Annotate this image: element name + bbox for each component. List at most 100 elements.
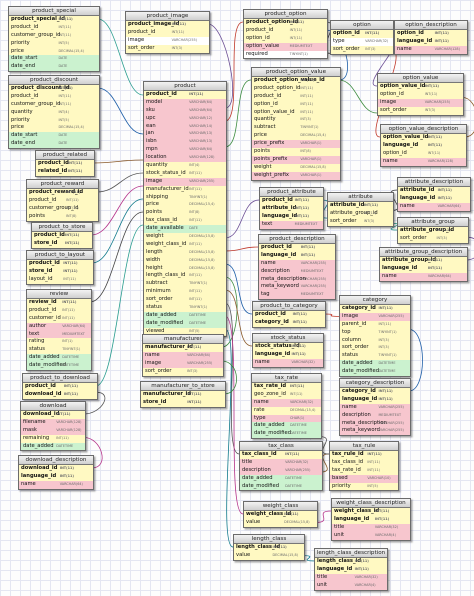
column-name: description — [342, 411, 371, 418]
table-title: length_class_description — [315, 549, 387, 558]
column-name: name — [400, 202, 415, 209]
relation-line — [207, 23, 233, 109]
table-title: attribute — [328, 193, 393, 202]
column-type: INT(11) — [436, 228, 451, 232]
column-type: INT(11) — [437, 188, 452, 192]
column-name: sort_order — [333, 45, 360, 52]
column-name: points — [29, 212, 45, 219]
table-title: product_special — [9, 7, 99, 16]
relation-line — [224, 263, 253, 315]
column-name: height — [146, 264, 163, 271]
column-type: INT(3) — [300, 117, 311, 122]
relation-line — [224, 315, 244, 515]
column-name: download_id — [23, 411, 60, 417]
column-name: image — [145, 359, 162, 366]
column-type: INT(11) — [300, 252, 316, 257]
column-name: product_id — [146, 91, 177, 97]
relation-line — [224, 79, 252, 148]
column-name: product_discount_id — [11, 85, 70, 91]
column-name: language_id — [261, 251, 297, 258]
column-type: INT(11) — [300, 245, 316, 249]
column-name: sort_order — [128, 44, 155, 51]
column-type: INT(11) — [427, 265, 443, 270]
relation-line — [83, 391, 106, 415]
column-type: INT(11) — [63, 391, 78, 396]
column-type: INT(11) — [187, 399, 202, 404]
column-name: option_id — [246, 34, 270, 41]
column-name: filename — [23, 418, 46, 425]
column-type: INT(4) — [58, 109, 69, 114]
column-type: VARCHAR(13) — [189, 139, 213, 144]
column-type: DECIMAL(15,8) — [300, 164, 326, 169]
column-name: date_modified — [29, 362, 67, 369]
column-type: VARCHAR(64) — [187, 352, 211, 357]
column-name: language_id — [397, 37, 433, 44]
column-type: INT(5) — [58, 40, 69, 45]
column-type: DATETIME — [189, 320, 207, 325]
column-name: related_id — [38, 167, 68, 174]
column-type: VARCHAR(255) — [187, 360, 213, 365]
column-name: date_added — [146, 311, 177, 318]
table-title: product — [144, 82, 226, 91]
column-name: date_added — [242, 474, 273, 481]
column-type: DECIMAL(15,8) — [284, 519, 310, 524]
column-type: DECIMAL(15,8) — [272, 552, 298, 557]
column-type: INT(11) — [294, 213, 309, 218]
column-name: required — [246, 50, 268, 57]
